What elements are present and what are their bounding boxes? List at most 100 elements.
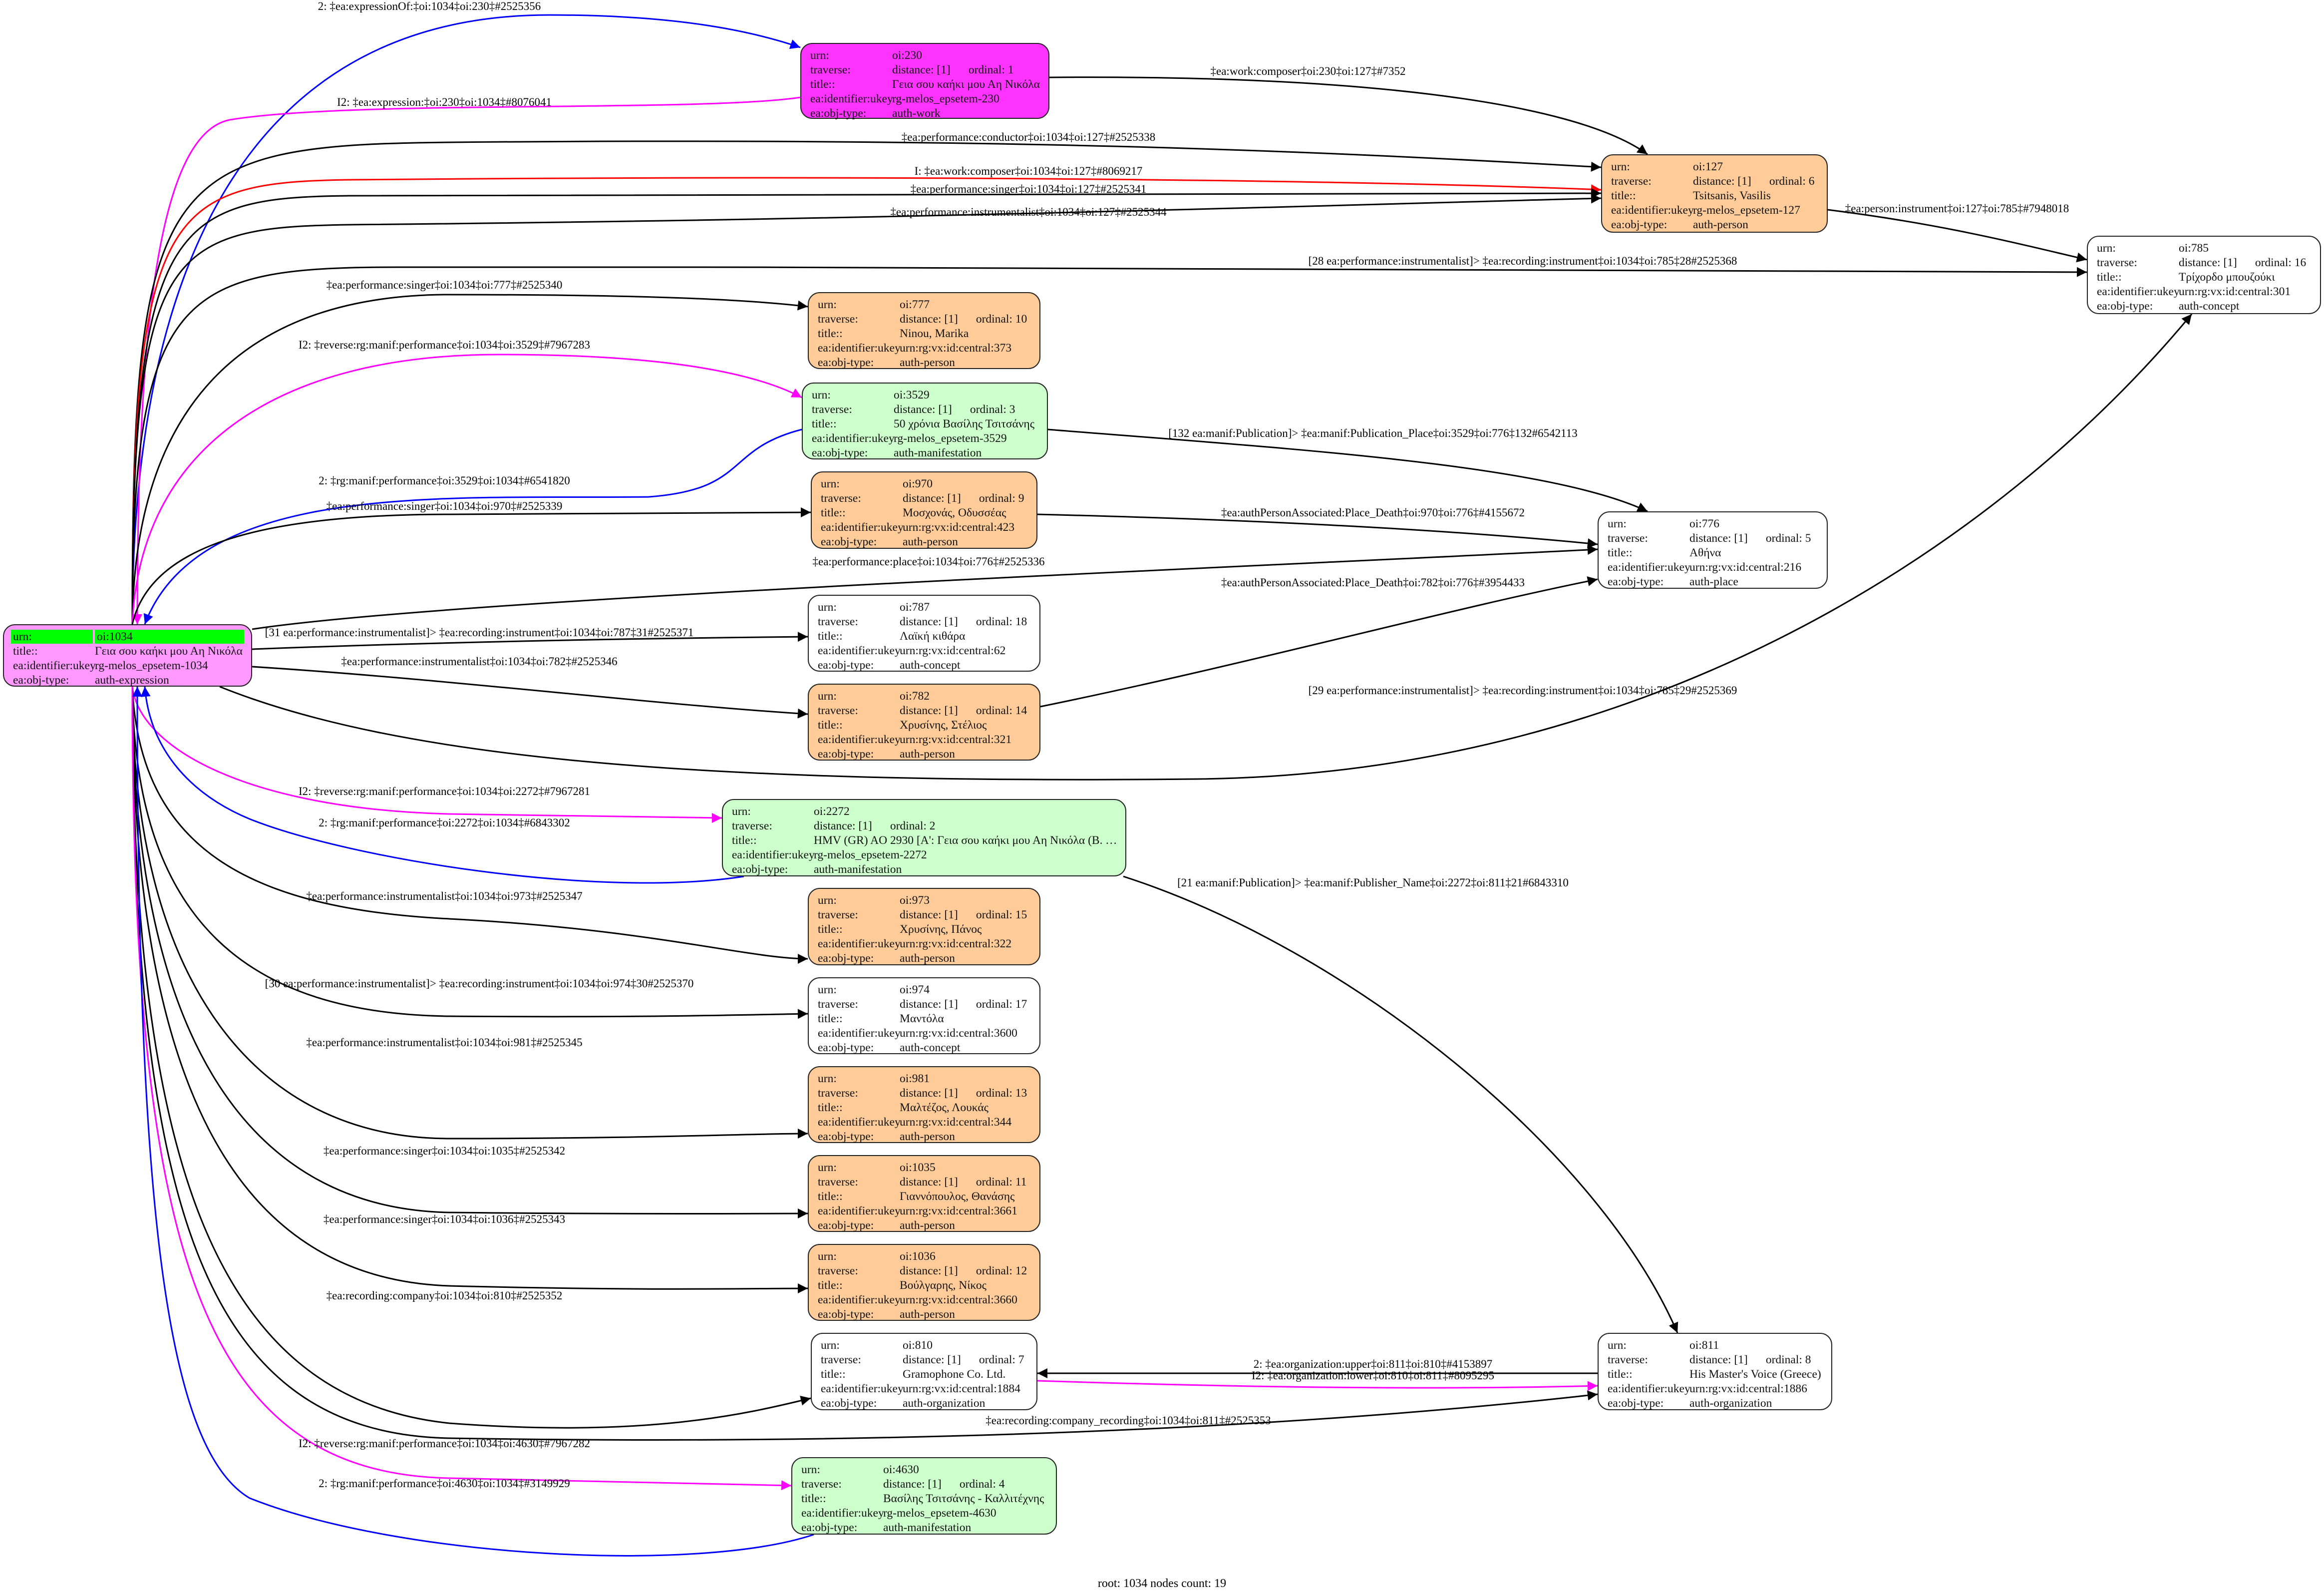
- title-row: title::Τρίχορδο μπουζούκι: [2095, 270, 2313, 284]
- edge: [131, 686, 722, 823]
- obj-type-row: ea:obj-type:auth-manifestation: [810, 446, 1040, 460]
- edge: [143, 428, 802, 625]
- ordinal-value: ordinal: 4: [959, 1478, 1005, 1491]
- edge-label: [132 ea:manif:Publication]> ‡ea:manif:Pu…: [1168, 427, 1578, 439]
- obj-type-value: auth-person: [903, 535, 958, 548]
- field-label: ea:obj-type:: [818, 748, 874, 761]
- ordinal-value: ordinal: 2: [890, 819, 936, 832]
- edge: [131, 686, 808, 1140]
- distance-value: distance: [1]: [903, 1353, 961, 1366]
- traverse-row: traverse:distance: [1]ordinal: 17: [816, 997, 1032, 1011]
- urn-row: urn:oi:4630: [799, 1463, 1049, 1477]
- obj-type-row: ea:obj-type:auth-expression: [11, 673, 244, 687]
- field-label: title::: [818, 1012, 843, 1025]
- ukey-value: urn:rg:vx:id:central:3600: [900, 1027, 1017, 1040]
- edge: [131, 686, 808, 1019]
- distance-value: distance: [1]: [900, 1264, 958, 1277]
- obj-type-row: ea:obj-type:auth-person: [816, 1218, 1032, 1232]
- edge: [1049, 76, 1648, 155]
- edge: [219, 314, 2193, 781]
- distance-value: distance: [1]: [1689, 532, 1748, 545]
- field-label: title::: [818, 1190, 843, 1203]
- title-row: title::Μοσχονάς, Οδυσσέας: [819, 506, 1029, 520]
- ukey-value: urn:rg:vx:id:central:344: [900, 1116, 1012, 1129]
- title-value: Γεια σου καήκι μου Αη Νικόλα: [95, 645, 243, 658]
- edge: [1037, 513, 1598, 548]
- traverse-row: traverse:distance: [1]ordinal: 18: [816, 615, 1032, 629]
- title-value: 50 χρόνια Βασίλης Τσιτσάνης: [894, 417, 1034, 430]
- field-label: ea:identifier:ukey: [818, 342, 901, 355]
- obj-type-row: ea:obj-type:auth-person: [816, 356, 1032, 370]
- ukey-value: urn:rg:vx:id:central:216: [1689, 561, 1802, 574]
- edge-label: ‡ea:performance:singer‡oi:1034‡oi:1035‡#…: [324, 1145, 565, 1157]
- field-label: urn:: [818, 894, 837, 907]
- field-label: traverse:: [732, 819, 772, 832]
- field-label: ea:obj-type:: [801, 1521, 858, 1534]
- obj-type-value: auth-manifestation: [883, 1521, 972, 1534]
- field-label: urn:: [818, 298, 837, 311]
- edge-label: 2: ‡rg:manif:performance‡oi:3529‡oi:1034…: [319, 474, 570, 487]
- obj-type-row: ea:obj-type: auth-manifestation: [799, 1521, 1049, 1535]
- field-label: ea:identifier:ukey: [810, 92, 893, 105]
- ukey-value: urn:rg:vx:id:central:322: [900, 937, 1012, 950]
- edge-label: ‡ea:performance:conductor‡oi:1034‡oi:127…: [902, 131, 1155, 143]
- field-label: title::: [812, 417, 837, 430]
- traverse-row: traverse:distance: [1]ordinal: 13: [816, 1086, 1032, 1100]
- title-value: Tsitsanis, Vasilis: [1693, 189, 1771, 202]
- obj-type-value: auth-person: [900, 952, 955, 965]
- obj-type-value: auth-person: [900, 1219, 955, 1232]
- edge: [1040, 576, 1598, 708]
- obj-type-row: ea:obj-type:auth-organization: [819, 1396, 1029, 1410]
- traverse-row: traverse:distance: [1]ordinal: 7: [819, 1353, 1029, 1367]
- field-label: title::: [1608, 546, 1633, 559]
- title-value: Μαντόλα: [900, 1012, 944, 1025]
- distance-value: distance: [1]: [900, 313, 958, 326]
- field-label: ea:obj-type:: [818, 1308, 874, 1321]
- ordinal-value: ordinal: 1: [968, 63, 1014, 76]
- edge-label: 2: ‡ea:organization:upper‡oi:811‡oi:810‡…: [1254, 1358, 1492, 1370]
- field-label: urn:: [818, 690, 837, 703]
- title-value: Μαλτέζος, Λουκάς: [900, 1101, 989, 1114]
- field-label: ea:identifier:ukey: [2097, 285, 2180, 298]
- field-label: traverse:: [801, 1478, 842, 1491]
- obj-type-row: ea:obj-type:auth-person: [816, 951, 1032, 965]
- urn-value: oi:787: [900, 601, 930, 614]
- urn-value: oi:974: [900, 983, 930, 996]
- ordinal-value: ordinal: 17: [976, 998, 1027, 1011]
- title-value: Τρίχορδο μπουζούκι: [2179, 271, 2275, 284]
- field-label: ea:obj-type:: [2097, 300, 2153, 313]
- urn-row: urn:oi:973: [816, 893, 1032, 907]
- title-row: title::Βασίλης Τσιτσάνης - Καλλιτέχνης: [799, 1492, 1049, 1506]
- traverse-row: traverse:distance: [1]ordinal: 10: [816, 312, 1032, 326]
- ordinal-value: ordinal: 10: [976, 313, 1027, 326]
- urn-row: urn:oi:787: [816, 600, 1032, 614]
- field-label: traverse:: [818, 908, 858, 921]
- field-label: title::: [821, 506, 846, 519]
- urn-value: oi:981: [900, 1072, 930, 1085]
- edge-label: I2: ‡reverse:rg:manif:performance‡oi:103…: [299, 339, 590, 351]
- ordinal-value: ordinal: 7: [979, 1353, 1024, 1366]
- field-label: urn:: [1608, 517, 1627, 530]
- ordinal-value: ordinal: 18: [976, 615, 1027, 628]
